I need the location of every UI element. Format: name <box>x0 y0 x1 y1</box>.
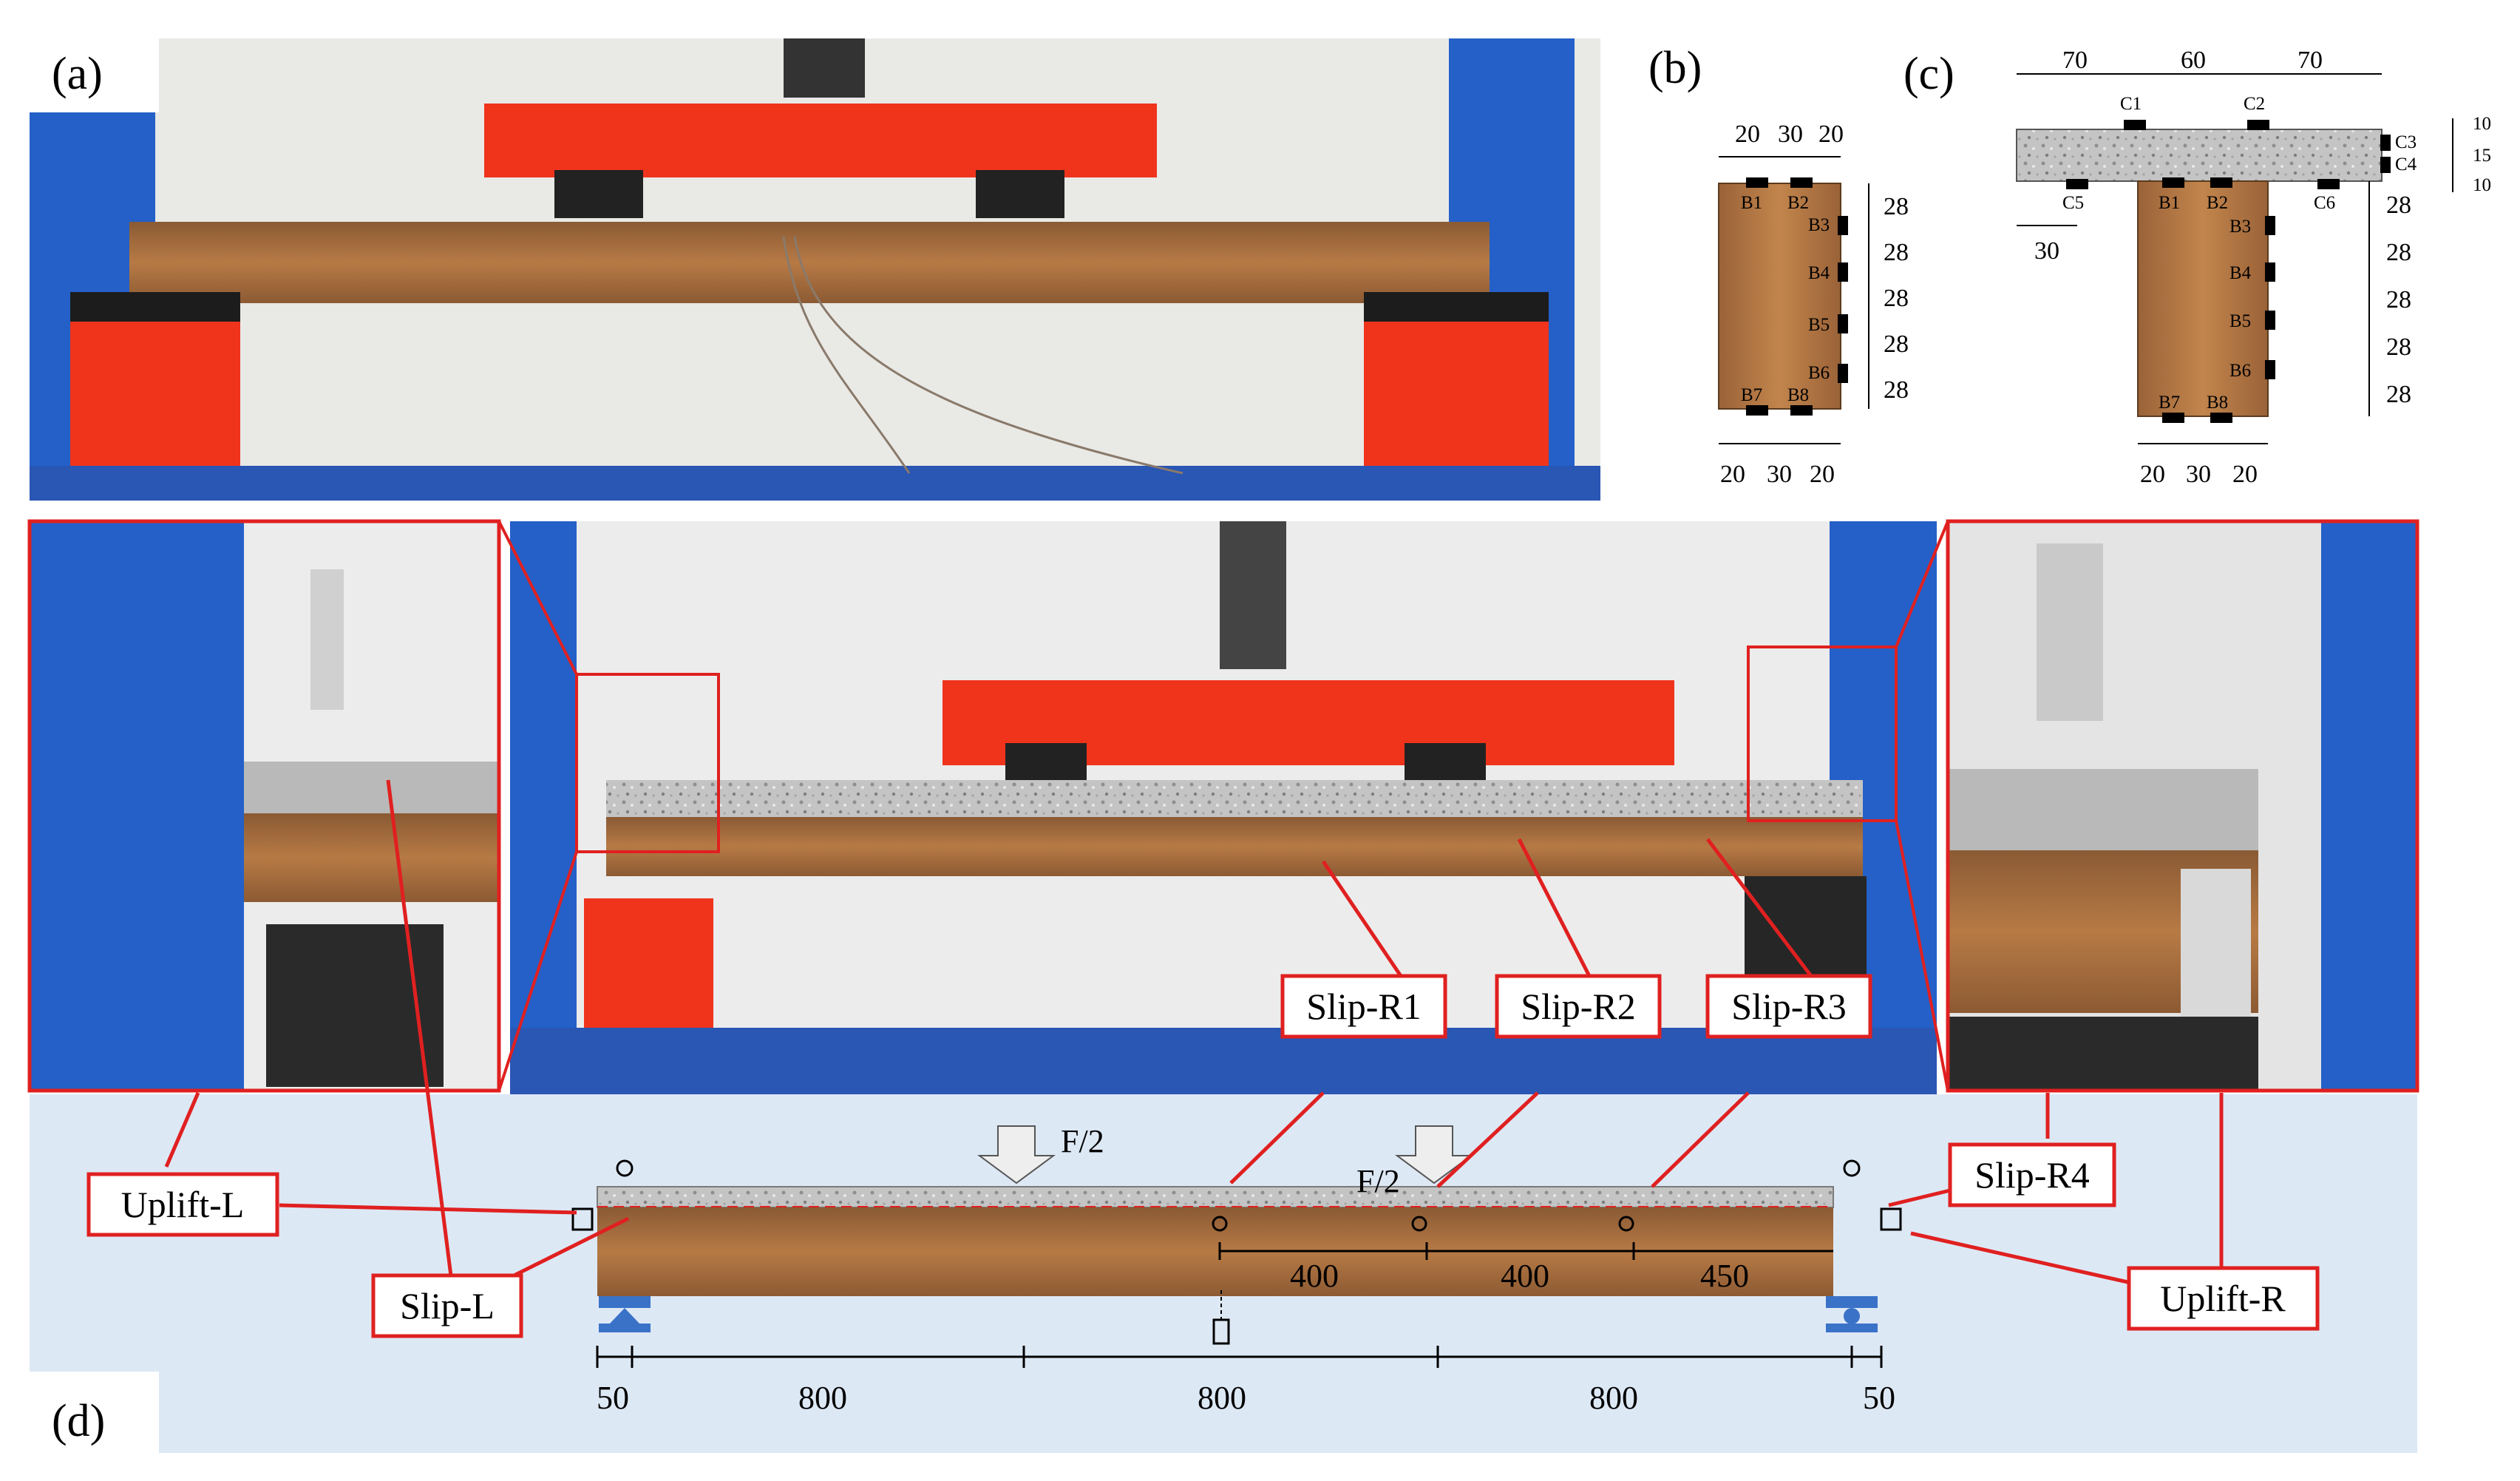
panel-label-c: (c) <box>1903 49 1954 99</box>
section-c: (c) 70 60 70 C1 C2 C3 C4 C5 C6 B1 B2 B3 <box>1903 47 2491 488</box>
c-bottom-dim-3: 20 <box>2232 461 2258 488</box>
section-b: (b) 20 30 20 B1 B2 B3 B4 B5 B6 B7 B8 28 … <box>1648 43 1909 488</box>
callout-slip-r4: Slip-R4 <box>1948 1142 2116 1207</box>
svg-text:Slip-L: Slip-L <box>400 1285 495 1326</box>
load-label-left: F/2 <box>1061 1123 1104 1159</box>
svg-text:Slip-R2: Slip-R2 <box>1521 986 1636 1027</box>
c-side-dim-4: 28 <box>2386 333 2411 361</box>
c-gauge-c5: C5 <box>2062 193 2084 213</box>
c-right-dim-1: 10 <box>2473 114 2491 134</box>
c-side-dim-2: 28 <box>2386 239 2411 266</box>
b-gauge-b6: B6 <box>1808 363 1830 383</box>
b-bottom-dim-2: 30 <box>1767 461 1792 488</box>
c-right-dim-2: 15 <box>2473 146 2491 166</box>
b-top-dim-1: 20 <box>1735 121 1760 148</box>
b-gauge-b1: B1 <box>1741 193 1762 213</box>
b-gauge-b8: B8 <box>1787 385 1809 405</box>
b-side-dim-3: 28 <box>1884 285 1909 312</box>
c-gauge-c1: C1 <box>2120 94 2142 114</box>
b-top-dim-2: 30 <box>1778 121 1803 148</box>
schematic-d: F/2 F/2 400 400 450 50 800 800 800 50 <box>571 1123 1902 1416</box>
svg-text:Slip-R3: Slip-R3 <box>1731 986 1847 1027</box>
span-dim-2: 800 <box>798 1380 847 1416</box>
schematic-slab <box>597 1186 1834 1208</box>
c-gauge-b3: B3 <box>2229 217 2251 237</box>
timber-web-c <box>2137 180 2269 417</box>
photo-center <box>510 521 1937 1094</box>
panel-label-a: (a) <box>52 49 103 99</box>
leader-lines <box>164 779 2224 1307</box>
b-bottom-dim-3: 20 <box>1810 461 1835 488</box>
c-gauge-b6: B6 <box>2229 361 2251 381</box>
c-gauge-c3: C3 <box>2395 132 2417 152</box>
c-top-dim-2: 60 <box>2181 47 2206 74</box>
c-side-dim-5: 28 <box>2386 381 2411 408</box>
c-side-dim-3: 28 <box>2386 286 2411 314</box>
load-label-right: F/2 <box>1356 1163 1400 1199</box>
load-arrow-left <box>977 1125 1056 1185</box>
c-top-dim-1: 70 <box>2062 47 2088 74</box>
c-bottom-dim-2: 30 <box>2186 461 2211 488</box>
svg-text:Uplift-R: Uplift-R <box>2160 1278 2286 1319</box>
load-arrow-right <box>1394 1125 1474 1185</box>
c-side-dim-1: 28 <box>2386 192 2411 219</box>
svg-text:Slip-R1: Slip-R1 <box>1306 986 1422 1027</box>
svg-text:Uplift-L: Uplift-L <box>121 1184 245 1225</box>
c-gauge-c4: C4 <box>2395 155 2417 174</box>
callout-slip-r2: Slip-R2 <box>1495 974 1662 1039</box>
slip-spacing-3: 450 <box>1700 1258 1749 1294</box>
callout-slip-r1: Slip-R1 <box>1280 974 1447 1039</box>
photo-left-detail <box>27 519 501 1093</box>
c-bottom-dim-1: 20 <box>2140 461 2165 488</box>
photo-right-detail <box>1946 519 2419 1093</box>
callout-uplift-l: Uplift-L <box>86 1172 279 1237</box>
span-dim-5: 50 <box>1863 1380 1895 1416</box>
c-gauge-c6: C6 <box>2314 193 2335 213</box>
zoom-box-left <box>575 673 720 853</box>
photo-a <box>30 38 1600 501</box>
b-gauge-b3: B3 <box>1808 215 1830 235</box>
callout-uplift-r: Uplift-R <box>2127 1266 2320 1331</box>
c-gauge-b4: B4 <box>2229 263 2252 283</box>
b-top-dim-3: 20 <box>1818 121 1844 148</box>
timber-beam-a <box>129 222 1490 303</box>
b-side-dim-2: 28 <box>1884 239 1909 266</box>
c-top-dim-3: 70 <box>2297 47 2323 74</box>
b-gauge-b5: B5 <box>1808 315 1830 335</box>
c-gauge-b1: B1 <box>2159 193 2180 213</box>
c-gauge-b8: B8 <box>2207 393 2228 413</box>
c-gauge-b7: B7 <box>2159 393 2180 413</box>
span-dim-1: 50 <box>597 1380 629 1416</box>
timber-section-b <box>1718 183 1841 410</box>
slip-spacing-1: 400 <box>1290 1258 1339 1294</box>
slip-spacing-2: 400 <box>1501 1258 1549 1294</box>
b-side-dim-4: 28 <box>1884 331 1909 358</box>
c-gauge-b5: B5 <box>2229 311 2251 331</box>
b-side-dim-5: 28 <box>1884 376 1909 404</box>
svg-text:Slip-R4: Slip-R4 <box>1974 1154 2090 1196</box>
zoom-box-right <box>1747 645 1898 822</box>
span-dim-3: 800 <box>1198 1380 1246 1416</box>
b-side-dim-1: 28 <box>1884 193 1909 220</box>
callout-slip-r3: Slip-R3 <box>1705 974 1872 1039</box>
c-gauge-b2: B2 <box>2207 193 2228 213</box>
c-right-dim-3: 10 <box>2473 175 2491 195</box>
b-bottom-dim-1: 20 <box>1720 461 1745 488</box>
b-gauge-b7: B7 <box>1741 385 1762 405</box>
c-flange-dim: 30 <box>2034 237 2059 265</box>
panel-label-d: (d) <box>52 1396 105 1446</box>
b-gauge-b2: B2 <box>1787 193 1809 213</box>
spreader-beam-a <box>484 104 1157 177</box>
concrete-slab-c <box>2016 129 2383 182</box>
c-gauge-c2: C2 <box>2244 94 2265 114</box>
span-dim-4: 800 <box>1589 1380 1638 1416</box>
b-gauge-b4: B4 <box>1808 263 1830 283</box>
callout-slip-l: Slip-L <box>371 1273 523 1338</box>
panel-label-b: (b) <box>1648 43 1702 93</box>
